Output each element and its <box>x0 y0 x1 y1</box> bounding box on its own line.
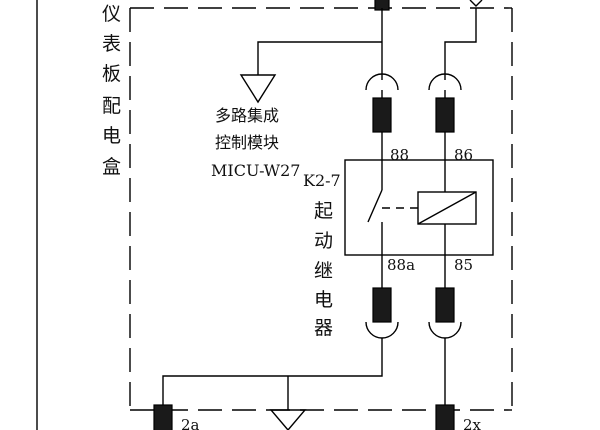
terminal-cup-88-upper <box>365 73 399 91</box>
wire-86-upper <box>444 8 477 80</box>
relay-label-char-5: 器 <box>314 317 333 339</box>
wire-to-module <box>257 41 382 75</box>
relay-label-char-3: 继 <box>314 260 333 282</box>
box-label-char-5: 电 <box>102 125 121 147</box>
box-label-char-4: 配 <box>102 95 121 117</box>
lower-triangle-icon <box>269 409 307 430</box>
connector-2a <box>153 404 173 430</box>
bottom-pin-2x: 2x <box>463 416 482 430</box>
connector-2x <box>435 404 455 430</box>
terminal-cup-86-upper <box>428 73 462 91</box>
relay-label-char-2: 动 <box>314 230 333 252</box>
module-label-line3: MICU-W27 <box>211 161 300 180</box>
relay-coil-slash <box>417 191 477 225</box>
relay-pin-88a: 88a <box>387 256 415 274</box>
switch-blade <box>367 189 383 223</box>
box-label-char-1: 仪 <box>102 3 121 25</box>
terminal-cup-85-lower <box>428 321 462 339</box>
relay-pin-85: 85 <box>454 256 473 274</box>
connector-88-upper <box>372 97 392 133</box>
relay-label-char-1: 起 <box>314 200 333 222</box>
connector-88a-lower <box>372 287 392 323</box>
top-right-feed <box>469 0 483 7</box>
module-label-line2: 控制模块 <box>215 133 279 152</box>
box-label-char-6: 盒 <box>102 156 121 178</box>
box-label-char-3: 板 <box>102 63 121 85</box>
terminal-cup-88a-lower <box>365 321 399 339</box>
wire-88a-lower <box>162 338 383 410</box>
module-label-line1: 多路集成 <box>215 106 279 125</box>
relay-code: K2-7 <box>303 171 341 190</box>
relay-coil <box>417 191 477 225</box>
relay-label-char-4: 电 <box>314 289 333 311</box>
connector-86-upper <box>435 97 455 133</box>
box-label-char-2: 表 <box>102 33 121 55</box>
module-triangle-icon <box>239 74 277 104</box>
connector-85-lower <box>435 287 455 323</box>
relay-pin-88: 88 <box>390 146 409 164</box>
bottom-pin-2a: 2a <box>181 416 200 430</box>
relay-pin-86: 86 <box>454 146 473 164</box>
relay-box <box>344 159 494 256</box>
